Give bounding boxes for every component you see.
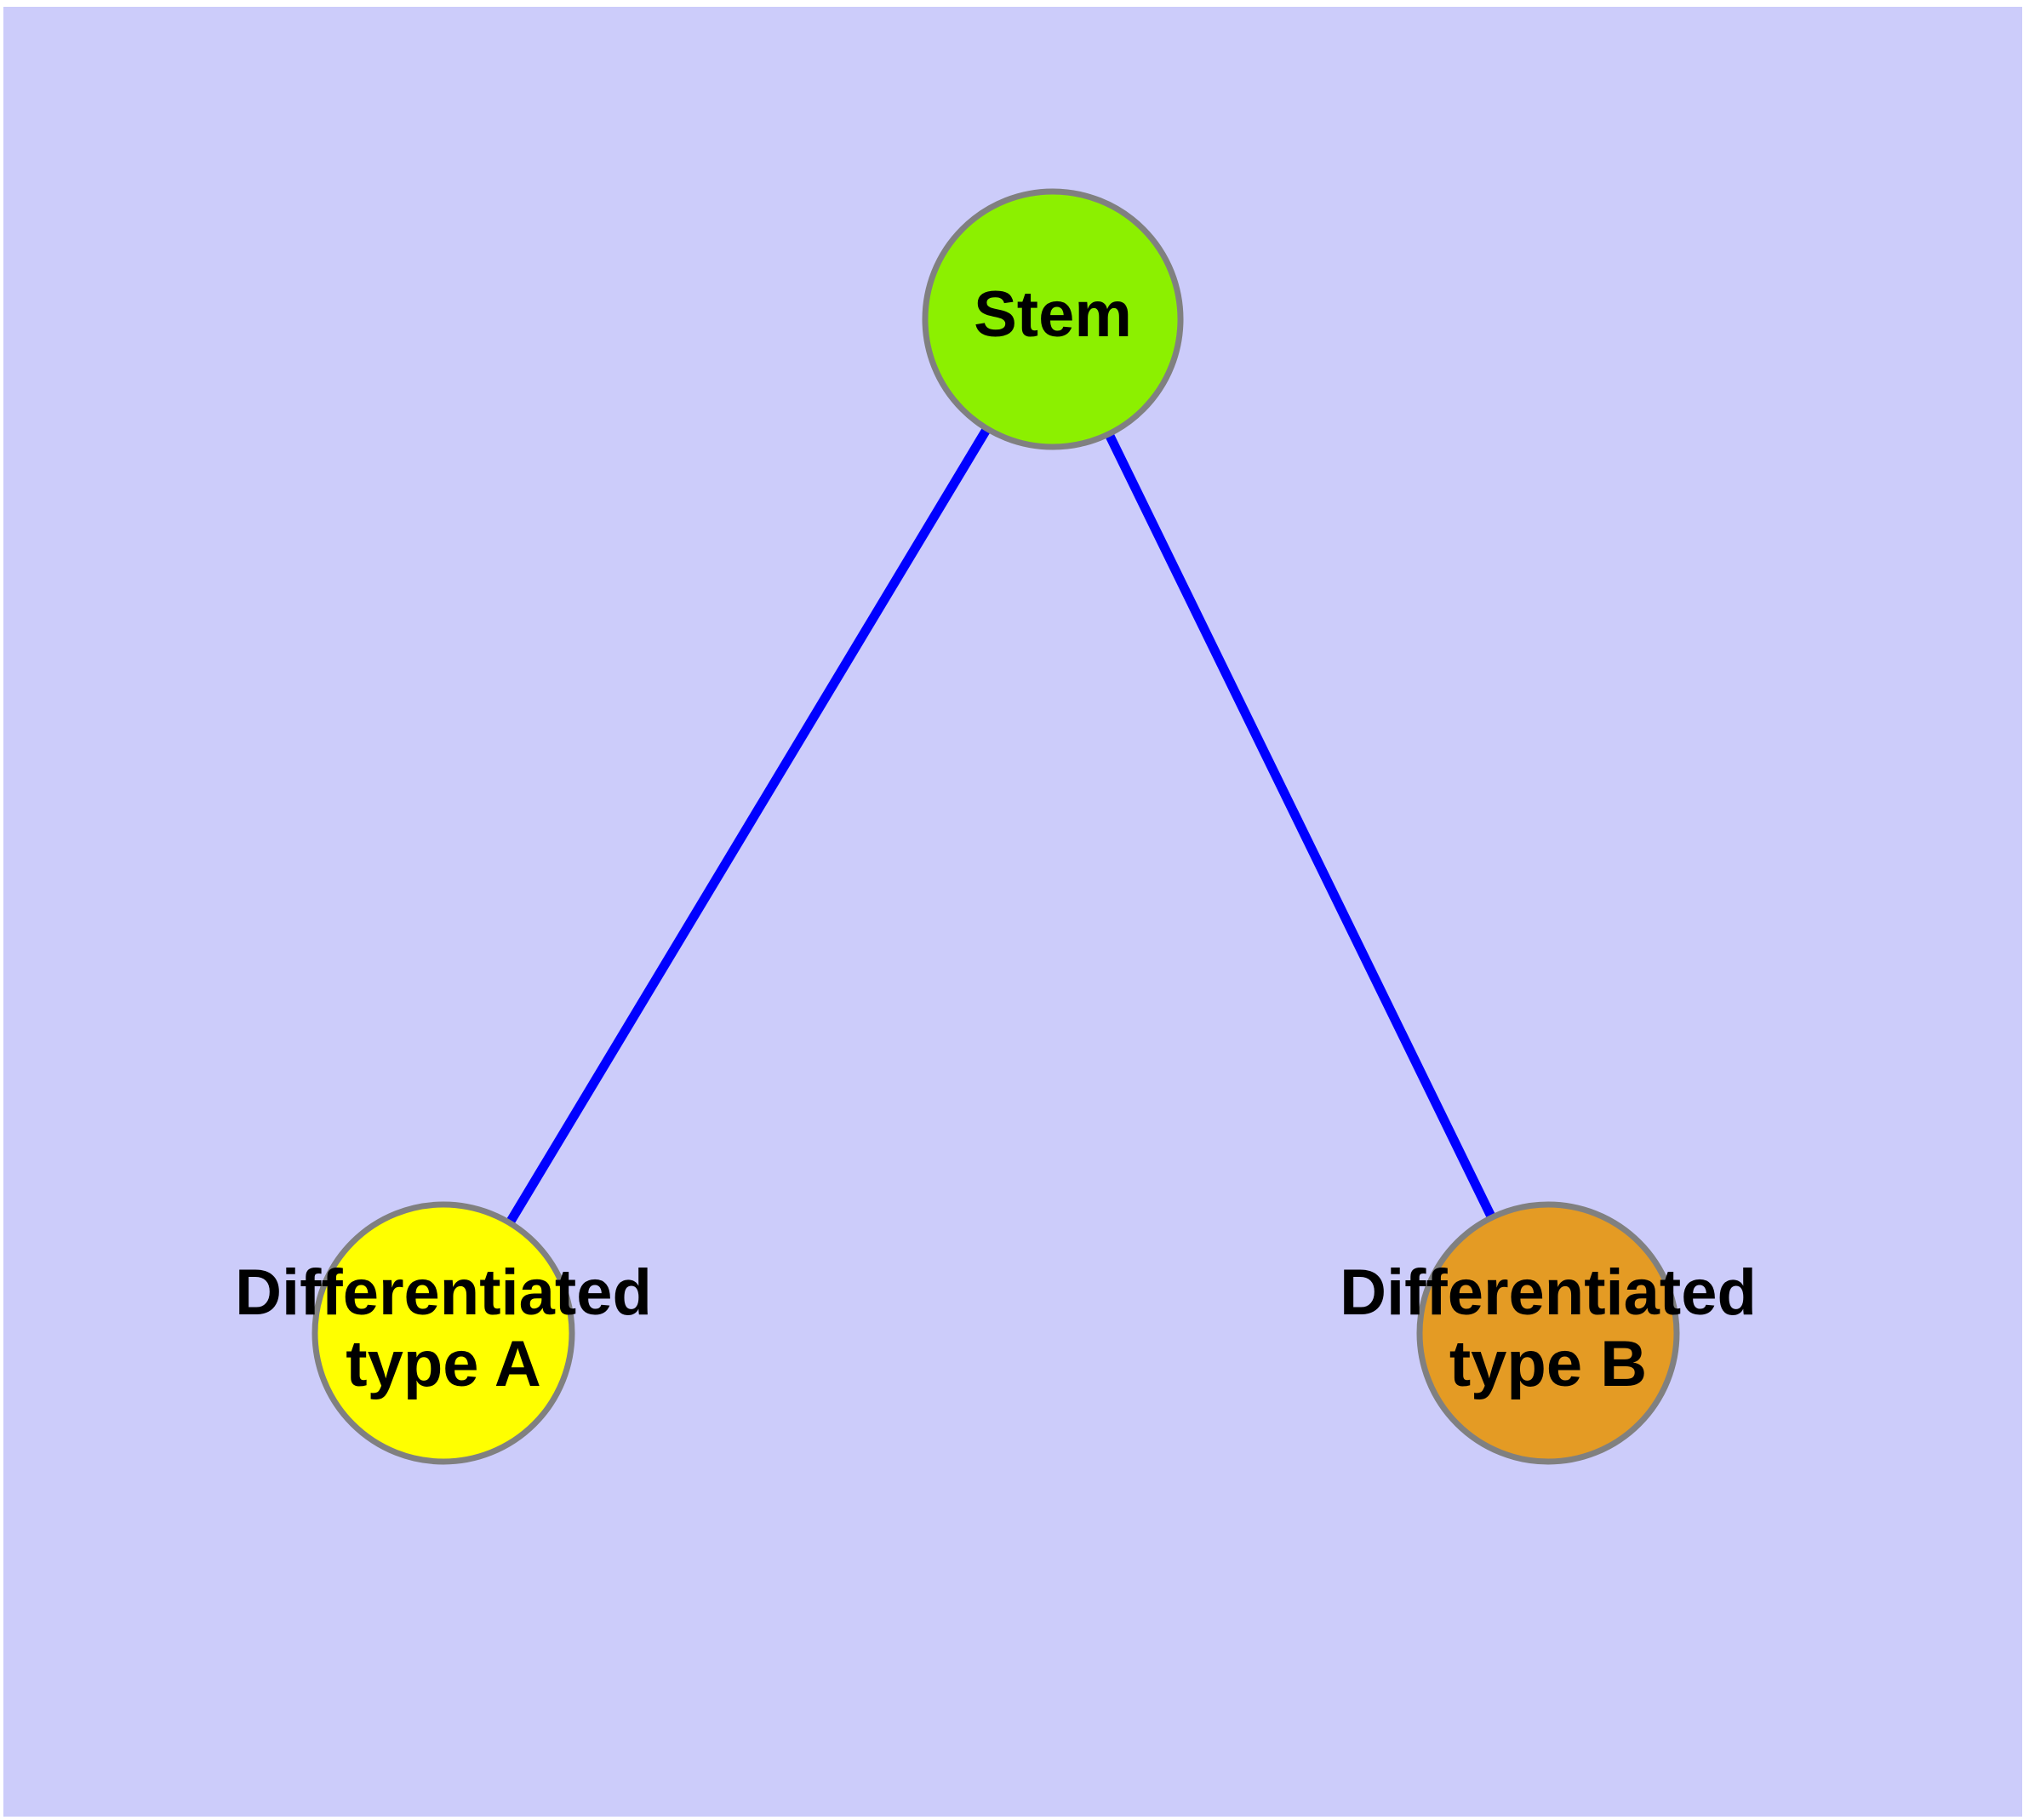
nodes-layer: [311, 188, 1680, 1465]
edges-layer: [506, 426, 1496, 1226]
node-label-line: type A: [346, 1328, 540, 1400]
edge-stem-diff-a[interactable]: [506, 426, 992, 1226]
node-label-line: type B: [1449, 1328, 1647, 1400]
node-diff_b[interactable]: [1416, 1201, 1680, 1465]
node-diff_a[interactable]: [311, 1201, 575, 1465]
node-label-line: Stem: [974, 278, 1132, 351]
node-label-stem: Stem: [974, 278, 1132, 351]
node-label-line: Differentiated: [235, 1256, 652, 1329]
edge-stem-diff-b[interactable]: [1104, 432, 1496, 1220]
node-stem[interactable]: [922, 188, 1184, 450]
node-label-line: Differentiated: [1340, 1256, 1757, 1329]
